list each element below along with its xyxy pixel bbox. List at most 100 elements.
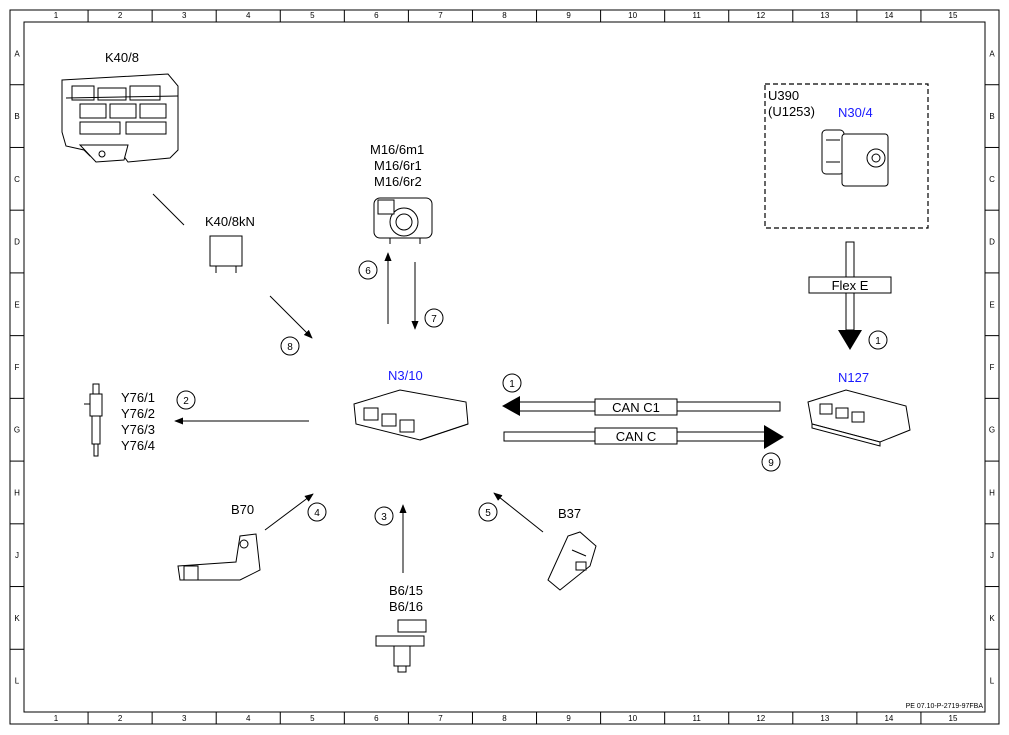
row-ref-left: C: [14, 175, 20, 184]
row-ref-left: D: [14, 238, 20, 247]
column-ref-top: 5: [310, 11, 315, 20]
k40-8-fuse-box: [61, 73, 179, 163]
n127-label: N127: [838, 370, 869, 385]
row-ref-right: K: [989, 614, 995, 623]
column-ref-top: 4: [246, 11, 251, 20]
row-ref-right: J: [990, 551, 994, 560]
row-ref-left: E: [14, 300, 19, 309]
column-ref-bottom: 6: [374, 714, 379, 723]
column-ref-top: 3: [182, 11, 187, 20]
row-ref-right: D: [989, 238, 995, 247]
marker-4: 4: [307, 502, 327, 522]
row-ref-left: B: [14, 112, 19, 121]
k40-8-label: K40/8: [105, 50, 139, 65]
row-ref-right: C: [989, 175, 995, 184]
column-ref-top: 13: [820, 11, 829, 20]
svg-text:7: 7: [431, 314, 437, 325]
column-ref-top: 10: [628, 11, 637, 20]
column-ref-top: 11: [693, 11, 702, 20]
column-ref-top: 12: [756, 11, 765, 20]
row-ref-right: F: [990, 363, 995, 372]
row-ref-left: L: [15, 677, 20, 686]
marker-5: 5: [478, 502, 498, 522]
arrow-from-b37: [493, 492, 544, 533]
marker-7: 7: [424, 308, 444, 328]
row-ref-left: F: [15, 363, 20, 372]
n30-4-label: N30/4: [838, 105, 873, 120]
y76-1-label: Y76/1: [121, 390, 155, 405]
marker-6: 6: [358, 260, 378, 280]
column-ref-top: 14: [884, 11, 893, 20]
m16-6r1-label: M16/6r1: [374, 158, 422, 173]
n3-10-engine-control-unit: [353, 389, 469, 441]
column-ref-bottom: 7: [438, 714, 443, 723]
svg-text:9: 9: [768, 458, 774, 469]
k40-8kn-label: K40/8kN: [205, 214, 255, 229]
row-ref-left: K: [14, 614, 20, 623]
arrow-from-b70: [264, 493, 314, 531]
can-c-box: [594, 427, 678, 445]
u1253-label: (U1253): [768, 104, 815, 119]
svg-text:8: 8: [287, 342, 293, 353]
column-ref-bottom: 4: [246, 714, 251, 723]
row-ref-right: A: [989, 49, 995, 58]
b70-crankshaft-sensor: [177, 533, 261, 581]
b6-16-label: B6/16: [389, 599, 423, 614]
column-ref-bottom: 3: [182, 714, 187, 723]
y76-2-label: Y76/2: [121, 406, 155, 421]
y76-4-label: Y76/4: [121, 438, 155, 453]
column-ref-bottom: 9: [566, 714, 571, 723]
throttle-valve-actuator: [373, 197, 433, 244]
footer-code: PE 07.10-P-2719-97FBA: [906, 703, 984, 710]
b70-label: B70: [231, 502, 254, 517]
svg-text:2: 2: [183, 396, 189, 407]
svg-text:1: 1: [875, 336, 881, 347]
column-ref-top: 1: [54, 11, 59, 20]
b6-camshaft-sensor: [375, 619, 427, 673]
marker-2: 2: [176, 390, 196, 410]
n127-powertrain-control-unit: [807, 389, 911, 447]
k40-8kn-relay: [209, 235, 243, 273]
column-ref-bottom: 14: [884, 714, 893, 723]
column-ref-top: 7: [438, 11, 443, 20]
marker-1-can: 1: [502, 373, 522, 393]
row-ref-right: L: [990, 677, 995, 686]
can-c1-label: CAN C1: [612, 400, 660, 415]
column-ref-top: 6: [374, 11, 379, 20]
column-ref-top: 9: [566, 11, 571, 20]
svg-text:6: 6: [365, 266, 371, 277]
svg-text:4: 4: [314, 508, 320, 519]
flex-e-arrow: [838, 241, 862, 350]
row-ref-left: J: [15, 551, 19, 560]
column-ref-bottom: 8: [502, 714, 507, 723]
marker-8: 8: [280, 336, 300, 356]
column-ref-bottom: 15: [949, 714, 958, 723]
svg-text:3: 3: [381, 512, 387, 523]
can-c1-box: [594, 398, 678, 416]
row-ref-right: H: [989, 488, 995, 497]
arrow-from-k40: [269, 295, 313, 339]
marker-3: 3: [374, 506, 394, 526]
row-ref-left: G: [14, 426, 20, 435]
u390-boundary: [764, 83, 929, 229]
b37-pedal-sensor: [547, 531, 597, 591]
column-ref-bottom: 5: [310, 714, 315, 723]
marker-9: 9: [761, 452, 781, 472]
column-ref-bottom: 2: [118, 714, 123, 723]
drawing-frame: 1122334455667788991010111112121313141415…: [9, 9, 1000, 725]
svg-text:1: 1: [509, 379, 515, 390]
svg-text:5: 5: [485, 508, 491, 519]
n3-10-label: N3/10: [388, 368, 423, 383]
flex-e-box: [808, 276, 892, 294]
row-ref-left: H: [14, 488, 20, 497]
column-ref-bottom: 10: [628, 714, 637, 723]
can-c-label: CAN C: [616, 429, 656, 444]
column-ref-top: 2: [118, 11, 123, 20]
marker-1-flex: 1: [868, 330, 888, 350]
column-ref-bottom: 11: [693, 714, 702, 723]
row-ref-right: E: [989, 300, 994, 309]
flex-e-label: Flex E: [832, 278, 869, 293]
y76-fuel-injector: [84, 383, 103, 457]
n30-4-abs-module: [821, 129, 889, 187]
